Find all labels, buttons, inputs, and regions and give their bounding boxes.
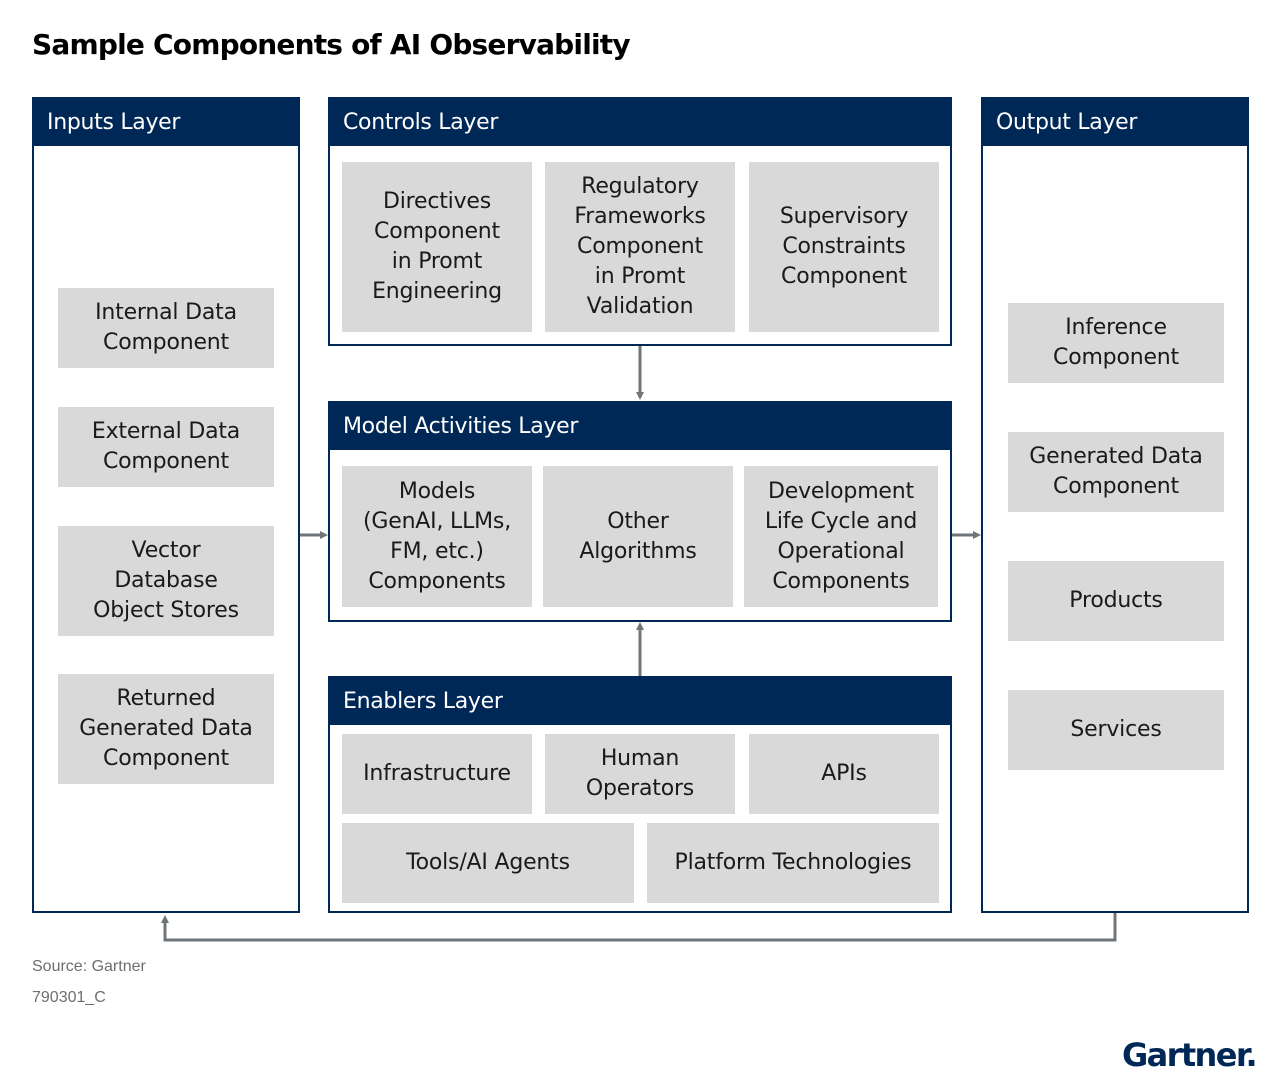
arrow-feedback-output-to-inputs [161,913,1117,942]
generated-data-component: Generated Data Component [1008,432,1224,512]
regulatory-frameworks-component: Regulatory Frameworks Component in Promt… [545,162,735,332]
model-activities-layer-header: Model Activities Layer [330,403,950,450]
enablers-layer-header: Enablers Layer [330,678,950,725]
human-operators: Human Operators [545,734,735,814]
platform-technologies: Platform Technologies [647,823,939,903]
infrastructure: Infrastructure [342,734,532,814]
inputs-layer: Inputs Layer Internal Data Component Ext… [32,97,300,913]
supervisory-constraints-component: Supervisory Constraints Component [749,162,939,332]
directives-component: Directives Component in Promt Engineerin… [342,162,532,332]
output-layer-header: Output Layer [983,99,1247,146]
controls-layer: Controls Layer Directives Component in P… [328,97,952,346]
tools-ai-agents: Tools/AI Agents [342,823,634,903]
external-data-component: External Data Component [58,407,274,487]
internal-data-component: Internal Data Component [58,288,274,368]
model-activities-layer: Model Activities Layer Models (GenAI, LL… [328,401,952,622]
inference-component: Inference Component [1008,303,1224,383]
apis: APIs [749,734,939,814]
figure-code: 790301_C [32,989,106,1006]
controls-layer-header: Controls Layer [330,99,950,146]
returned-generated-data-component: Returned Generated Data Component [58,674,274,784]
products: Products [1008,561,1224,641]
inputs-layer-header: Inputs Layer [34,99,298,146]
diagram-title: Sample Components of AI Observability [32,28,631,61]
output-layer: Output Layer Inference Component Generat… [981,97,1249,913]
gartner-logo: Gartner. [1122,1036,1258,1074]
enablers-layer: Enablers Layer Infrastructure Human Oper… [328,676,952,913]
source-note: Source: Gartner [32,958,146,975]
development-life-cycle-components: Development Life Cycle and Operational C… [744,466,938,607]
models-components: Models (GenAI, LLMs, FM, etc.) Component… [342,466,532,607]
other-algorithms: Other Algorithms [543,466,733,607]
services: Services [1008,690,1224,770]
vector-database-object-stores: Vector Database Object Stores [58,526,274,636]
